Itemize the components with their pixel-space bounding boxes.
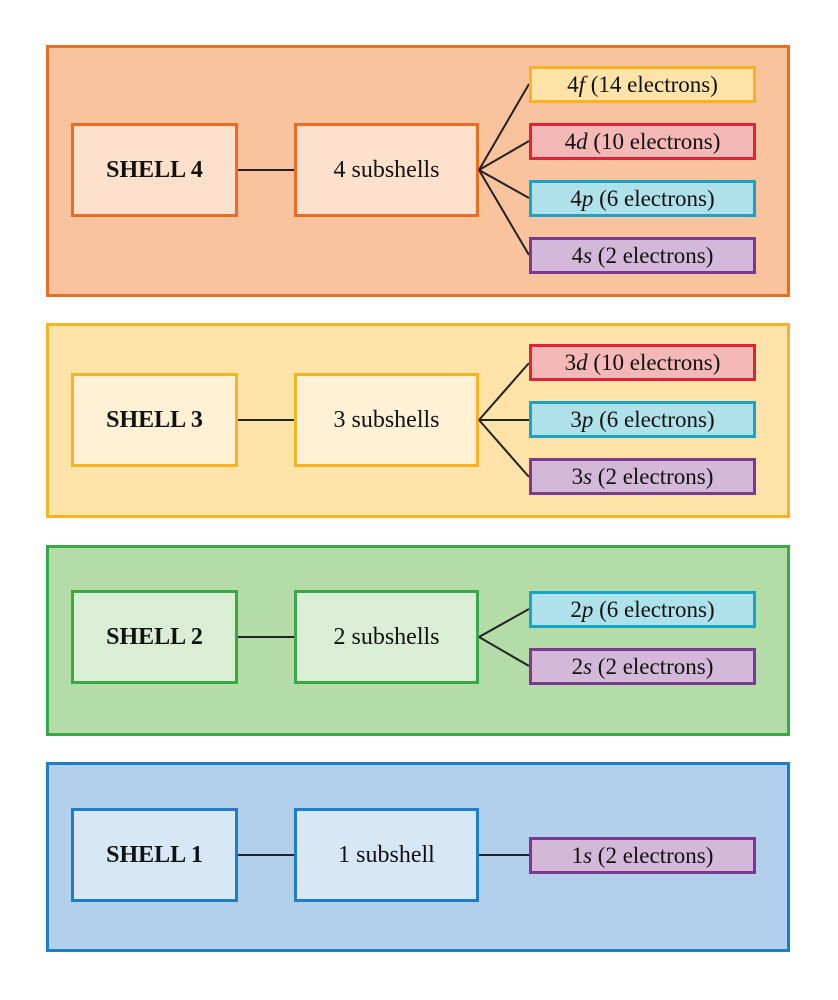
shell-4-subshells-box: 4 subshells xyxy=(294,123,479,217)
shell-2-subshells-box: 2 subshells xyxy=(294,590,479,684)
branch-lines xyxy=(478,608,530,667)
branch-lines xyxy=(479,854,529,856)
shell-4-box: SHELL 4 xyxy=(71,123,238,217)
connector-line xyxy=(238,419,294,421)
shell-1-subshells-box: 1 subshell xyxy=(294,808,479,902)
shell-2-box: SHELL 2 xyxy=(71,590,238,684)
connector-line xyxy=(238,636,294,638)
shell-3-box: SHELL 3 xyxy=(71,373,238,467)
connector-line xyxy=(238,169,294,171)
shell-1-box: SHELL 1 xyxy=(71,808,238,902)
branch-lines xyxy=(478,83,530,256)
branch-lines xyxy=(478,362,530,478)
connector-line xyxy=(238,854,294,856)
shell-3-subshells-box: 3 subshells xyxy=(294,373,479,467)
